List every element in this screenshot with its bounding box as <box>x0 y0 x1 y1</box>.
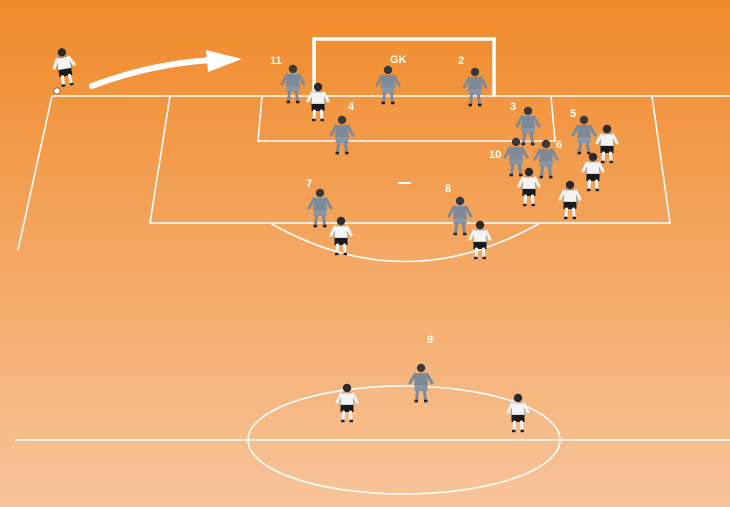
penalty-area <box>149 95 671 224</box>
label-10: 10 <box>489 149 501 161</box>
pitch-lines <box>15 37 730 495</box>
label-4: 4 <box>348 101 355 113</box>
centre-circle <box>247 385 561 495</box>
goal-frame <box>312 37 496 96</box>
goal-area <box>257 95 556 142</box>
corner-kick-arrow <box>89 57 215 89</box>
label-gk: GK <box>390 54 407 66</box>
label-3: 3 <box>510 101 516 113</box>
label-11: 11 <box>270 55 282 67</box>
ball <box>53 87 61 95</box>
label-5: 5 <box>570 108 576 120</box>
touchline <box>17 95 53 251</box>
label-7: 7 <box>306 178 312 190</box>
corner-kick-arrowhead <box>206 50 242 72</box>
label-6: 6 <box>556 139 562 151</box>
penalty-arc <box>269 222 541 263</box>
label-9: 9 <box>427 334 433 346</box>
label-8: 8 <box>445 183 451 195</box>
label-2: 2 <box>458 55 464 67</box>
